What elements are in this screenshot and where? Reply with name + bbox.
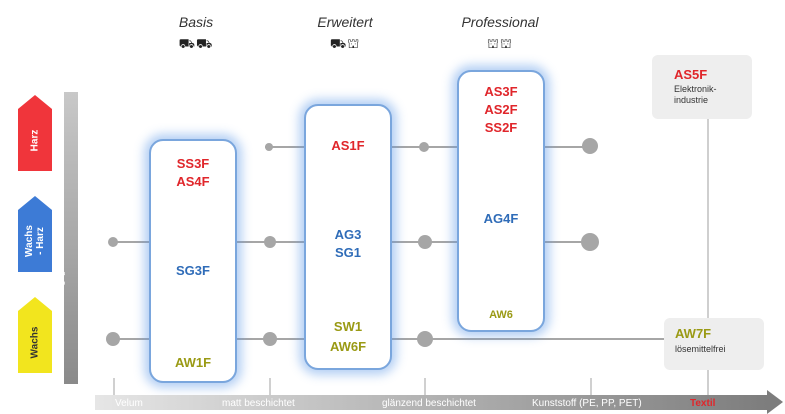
erweitert-card: AS1F AG3 SG1 SW1 AW6F [304, 104, 392, 370]
professional-resin-1: AS3F [484, 84, 518, 99]
x-axis-arrowhead [767, 390, 783, 414]
row-dot [418, 235, 432, 249]
y-axis [64, 92, 78, 384]
professional-waxresin-1: AG4F [483, 211, 519, 226]
side-resin-line2: industrie [674, 95, 709, 105]
basis-wax-1: AW1F [174, 355, 212, 370]
x-axis-label-matt: matt beschichtet [222, 398, 295, 409]
row-dot [419, 142, 429, 152]
side-wax-line1: lösemittelfrei [675, 344, 726, 354]
row-dot [581, 233, 599, 251]
x-tick [269, 378, 271, 396]
printer-icon: ⛟⛟ [178, 36, 214, 51]
row-dot [108, 237, 118, 247]
professional-resin-3: SS2F [484, 120, 518, 135]
side-resin-code: AS5F [674, 67, 708, 82]
tier-title-erweitert: Erweitert [317, 14, 373, 30]
basis-waxresin-1: SG3F [176, 263, 210, 278]
row-dot [106, 332, 120, 346]
erweitert-wax-1: SW1 [333, 319, 363, 334]
side-box-wax: AW7F lösemittelfrei [664, 318, 764, 370]
textile-line [707, 110, 709, 400]
category-arrow-resin: Harz [18, 95, 52, 171]
x-axis-label-glaenzend: glänzend beschichtet [382, 398, 476, 409]
erweitert-waxresin-2: SG1 [334, 245, 361, 260]
category-label-wax: Wachs [29, 326, 41, 358]
professional-resin-2: AS2F [484, 102, 518, 117]
side-box-resin: AS5F Elektronik- industrie [652, 55, 752, 119]
row-dot [264, 236, 276, 248]
tier-title-basis: Basis [178, 14, 214, 30]
basis-resin-2: AS4F [176, 174, 210, 189]
printer-icon: ⛫⛫ [487, 36, 513, 51]
row-dot [417, 331, 433, 347]
erweitert-wax-2: AW6F [329, 339, 367, 354]
side-wax-code: AW7F [675, 326, 712, 341]
x-tick [424, 378, 426, 396]
erweitert-resin-1: AS1F [331, 138, 365, 153]
printer-icon: ⛟⛫ [329, 36, 361, 51]
basis-card: SS3F AS4F SG3F AW1F [149, 139, 237, 383]
category-label-waxresin: Wachs - Harz [24, 225, 46, 257]
category-label-resin: Harz [29, 129, 41, 151]
category-arrow-wax: Wachs [18, 297, 52, 373]
x-axis-label-velum: Velum [115, 398, 143, 409]
row-dot [263, 332, 277, 346]
professional-wax-1: AW6 [489, 309, 513, 321]
row-dot [582, 138, 598, 154]
tier-title-professional: Professional [461, 14, 539, 30]
professional-card: AS3F AS2F SS2F AG4F AW6 [457, 70, 545, 332]
erweitert-waxresin-1: AG3 [334, 227, 362, 242]
y-axis-label: Anforderungsgrad [55, 257, 65, 330]
side-resin-line1: Elektronik- [674, 84, 717, 94]
x-axis-label-kunststoff: Kunststoff (PE, PP, PET) [532, 398, 642, 409]
category-arrow-waxresin: Wachs - Harz [18, 196, 52, 272]
row-dot [265, 143, 273, 151]
x-axis [95, 395, 767, 410]
x-axis-label-textil: Textil [690, 398, 716, 409]
x-tick [113, 378, 115, 396]
x-tick [590, 378, 592, 396]
basis-resin-1: SS3F [176, 156, 210, 171]
